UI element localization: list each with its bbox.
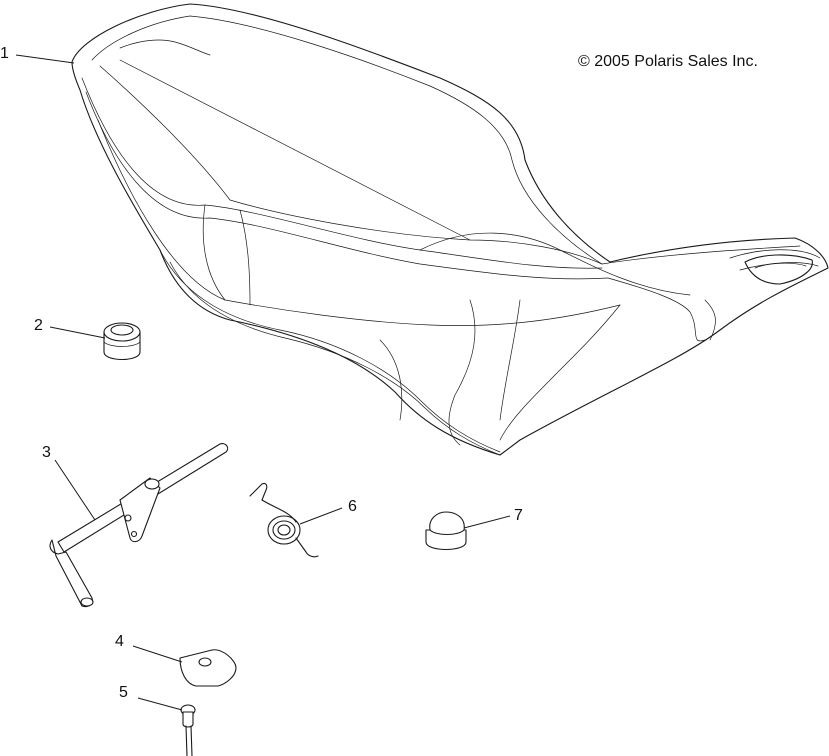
callout-7: 7	[514, 507, 523, 524]
callout-1: 1	[0, 45, 9, 62]
rivet-pin	[180, 704, 196, 756]
leader-5	[137, 697, 183, 711]
latch-plate	[179, 649, 237, 687]
torsion-spring	[249, 482, 319, 558]
seat-latch-rod	[49, 443, 229, 608]
leader-6	[299, 507, 343, 525]
callout-6: 6	[348, 498, 357, 515]
leader-7	[463, 515, 511, 529]
seat-assembly	[71, 3, 829, 456]
copyright-text: © 2005 Polaris Sales Inc.	[578, 53, 758, 70]
leader-4	[132, 645, 183, 663]
callout-4: 4	[115, 633, 124, 650]
leader-2	[49, 326, 106, 339]
callout-3: 3	[42, 444, 51, 461]
leader-3	[54, 459, 96, 521]
leader-1	[15, 54, 75, 64]
callout-2: 2	[34, 317, 43, 334]
seat-grommet	[103, 322, 141, 361]
callout-5: 5	[119, 684, 128, 701]
bumper-cap	[425, 511, 467, 551]
